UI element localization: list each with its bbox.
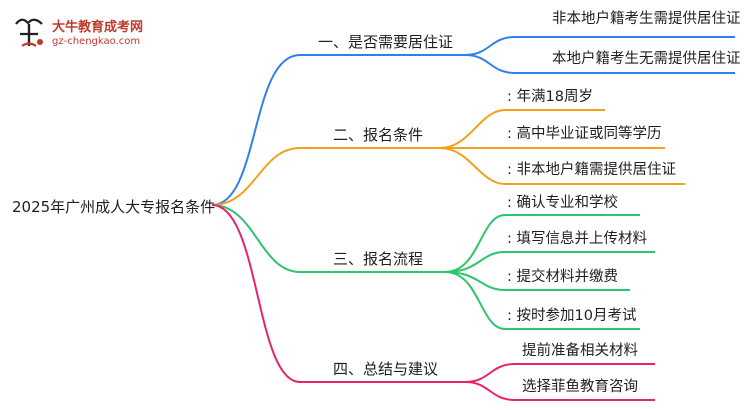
connector-b1-c2	[464, 54, 735, 74]
leaf-b3-3: : 提交材料并缴费	[507, 269, 618, 285]
connector-root-b3	[211, 204, 445, 273]
connector-b3-c4	[444, 271, 640, 330]
connector-b1-c1	[464, 36, 735, 56]
branch-summary: 四、总结与建议	[333, 360, 439, 378]
leaf-b4-2: 选择菲鱼教育咨询	[522, 379, 638, 395]
leaf-b2-2: : 高中毕业证或同等学历	[507, 126, 662, 142]
root-topic: 2025年广州成人大专报名条件	[12, 198, 216, 216]
leaf-b4-1: 提前准备相关材料	[522, 343, 638, 359]
logo-url: gz-chengkao.com	[52, 36, 141, 47]
leaf-b2-1: : 年满18周岁	[507, 89, 593, 105]
connector-b4-c1	[464, 363, 655, 383]
connector-b3-c2	[444, 251, 655, 273]
connector-root-b4	[211, 204, 465, 383]
site-logo[interactable]: 大牛教育成考网 gz-chengkao.com	[10, 14, 200, 54]
branch-requirements: 二、报名条件	[333, 126, 424, 144]
leaf-b1-2: 本地户籍考生无需提供居住证	[552, 51, 741, 67]
leaf-b3-2: : 填写信息并上传材料	[507, 231, 647, 247]
leaf-b3-4: : 按时参加10月考试	[507, 308, 637, 324]
leaf-b3-1: : 确认专业和学校	[507, 195, 618, 211]
connector-b4-c2	[464, 381, 655, 401]
branch-process: 三、报名流程	[333, 250, 424, 268]
connector-b3-c3	[444, 271, 630, 291]
connector-b2-c3	[439, 147, 685, 185]
connector-root-b1	[211, 54, 465, 206]
leaf-b1-1: 非本地户籍考生需提供居住证	[552, 11, 741, 27]
branch-residence-permit: 一、是否需要居住证	[318, 33, 454, 51]
logo-title: 大牛教育成考网	[52, 20, 144, 35]
ox-logo-icon	[15, 18, 43, 47]
connector-root-b2	[211, 147, 440, 206]
connector-b3-c1	[444, 214, 640, 273]
connector-b2-c1	[439, 109, 605, 149]
leaf-b2-3: : 非本地户籍需提供居住证	[507, 162, 676, 178]
